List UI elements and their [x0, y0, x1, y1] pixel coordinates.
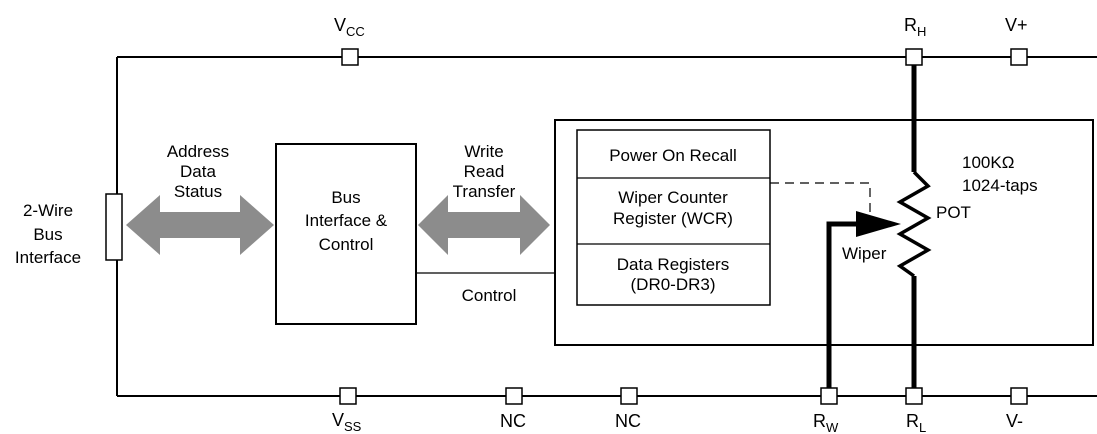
- pin-vss: [339, 387, 357, 405]
- pin-vminus: [1010, 387, 1028, 405]
- arrow-label-transfer: Transfer: [453, 182, 516, 201]
- pin-label-rw: RW: [813, 411, 839, 434]
- register-dr-line-2: (DR0-DR3): [631, 275, 716, 294]
- register-wcr-line-2: Register (WCR): [613, 209, 733, 228]
- bus-block-label-2: Interface &: [305, 211, 388, 230]
- register-wcr-line-1: Wiper Counter: [618, 188, 728, 207]
- pin-rw: [820, 387, 838, 405]
- arrow-label-data: Data: [180, 162, 216, 181]
- pot-block: [554, 119, 1094, 346]
- pin-rl: [905, 387, 923, 405]
- register-dr-line-1: Data Registers: [617, 255, 729, 274]
- pin-rh: [905, 48, 923, 66]
- wcr-dashed-link: [770, 182, 871, 212]
- resistor-zigzag: [896, 170, 932, 278]
- pin-label-nc1: NC: [500, 411, 526, 431]
- wiper-arrowhead: [856, 211, 901, 237]
- pin-label-vcc: VCC: [334, 15, 365, 39]
- address-data-arrow: [126, 195, 274, 255]
- bus-port-label-1: 2-Wire: [23, 201, 73, 220]
- bus-port: [105, 193, 123, 261]
- bus-block-label-1: Bus: [331, 188, 360, 207]
- pin-label-rh: RH: [904, 15, 926, 39]
- wiper-lead: [826, 221, 860, 388]
- pin-vcc: [341, 48, 359, 66]
- control-label: Control: [462, 286, 517, 305]
- arrow-label-read: Read: [464, 162, 505, 181]
- pot-name: POT: [936, 203, 971, 222]
- pot-spec-value: 100KΩ: [962, 153, 1014, 172]
- pin-nc2: [620, 387, 638, 405]
- register-power-on-recall: Power On Recall: [609, 146, 737, 165]
- pin-nc1: [505, 387, 523, 405]
- pin-vplus: [1010, 48, 1028, 66]
- pin-label-nc2: NC: [615, 411, 641, 431]
- arrow-label-address: Address: [167, 142, 229, 161]
- register-stack: [576, 129, 771, 306]
- arrow-label-write: Write: [464, 142, 503, 161]
- pin-label-vplus: V+: [1005, 15, 1028, 35]
- pin-label-rl: RL: [906, 411, 926, 434]
- bus-block-label-3: Control: [319, 235, 374, 254]
- wiper-label: Wiper: [842, 244, 887, 263]
- bus-interface-block: [275, 143, 417, 325]
- write-read-arrow: [418, 195, 550, 255]
- arrow-label-status: Status: [174, 182, 222, 201]
- bus-port-label-3: Interface: [15, 248, 81, 267]
- bus-port-label-2: Bus: [33, 225, 62, 244]
- pin-label-vminus: V-: [1006, 411, 1023, 431]
- pin-label-vss: VSS: [332, 410, 362, 434]
- pot-spec-taps: 1024-taps: [962, 176, 1038, 195]
